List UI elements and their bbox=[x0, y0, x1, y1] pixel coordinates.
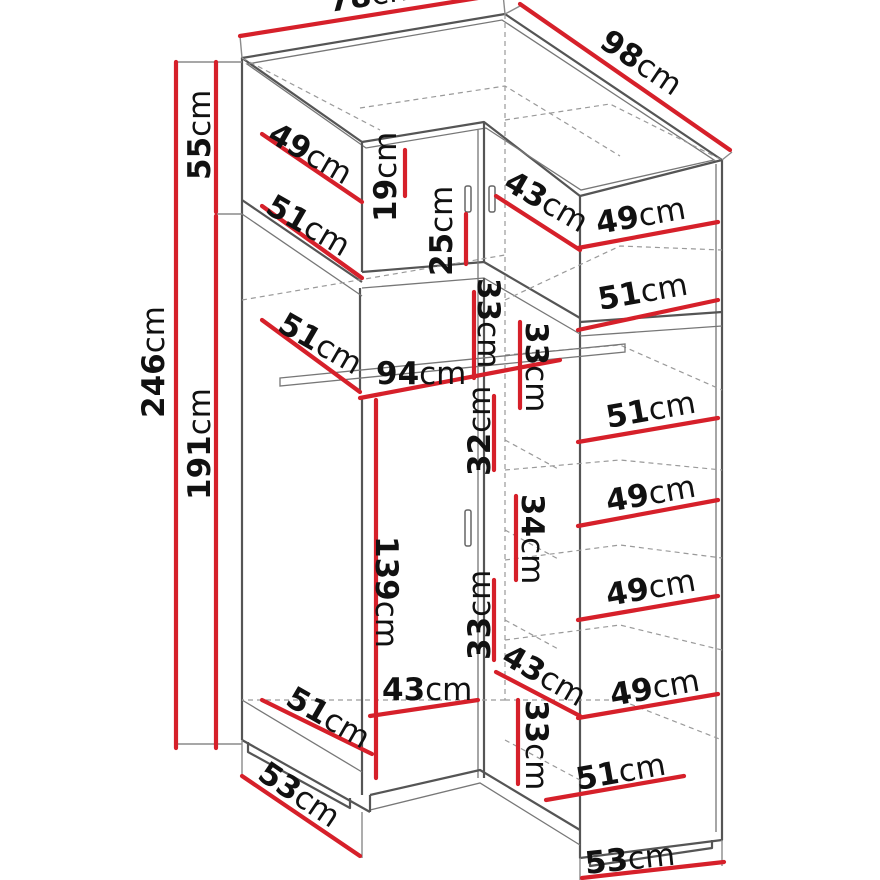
label-right-shelf-5: 49cm bbox=[603, 563, 698, 614]
label-base-left: 53cm bbox=[252, 755, 347, 835]
label-right-shelf-4: 49cm bbox=[603, 469, 698, 520]
label-inner-25: 25cm bbox=[424, 186, 460, 276]
label-inner-33a: 33cm bbox=[470, 278, 506, 368]
label-inner-33b: 33cm bbox=[518, 322, 554, 412]
label-left-shelf-2: 51cm bbox=[260, 188, 356, 264]
label-hang-139: 139cm bbox=[368, 536, 404, 648]
label-inner-33d: 33cm bbox=[518, 700, 554, 790]
label-right-shelf-6: 49cm bbox=[607, 663, 702, 714]
lower-handle bbox=[464, 509, 472, 547]
label-left-shelf-3: 51cm bbox=[272, 306, 368, 382]
label-height-total: 246cm bbox=[136, 306, 172, 418]
wardrobe-wireframe bbox=[240, 12, 724, 868]
label-inner-33c: 33cm bbox=[462, 570, 498, 660]
label-right-shelf-1: 49cm bbox=[593, 191, 688, 242]
label-rail-94: 94cm bbox=[376, 356, 466, 392]
label-right-shelf-3: 51cm bbox=[603, 385, 698, 436]
label-left-top-shelf: 49cm bbox=[262, 116, 358, 192]
label-inner-34: 34cm bbox=[514, 494, 550, 584]
label-right-shelf-2: 51cm bbox=[595, 267, 690, 318]
label-inner-32: 32cm bbox=[462, 386, 498, 476]
dimension-lines bbox=[173, 0, 733, 880]
label-inner-19: 19cm bbox=[368, 132, 404, 222]
label-height-upper: 55cm bbox=[182, 90, 218, 180]
dimension-labels: 78cm 98cm 246cm 55cm 191cm 49cm 51cm 51c… bbox=[136, 0, 702, 880]
label-inner-43b: 43cm bbox=[382, 672, 472, 708]
label-base-right: 53cm bbox=[583, 837, 677, 880]
upper-handle-right bbox=[488, 185, 496, 213]
label-height-lower: 191cm bbox=[182, 388, 218, 500]
upper-handle-left bbox=[464, 185, 472, 213]
label-right-shelf-7: 51cm bbox=[573, 747, 668, 798]
